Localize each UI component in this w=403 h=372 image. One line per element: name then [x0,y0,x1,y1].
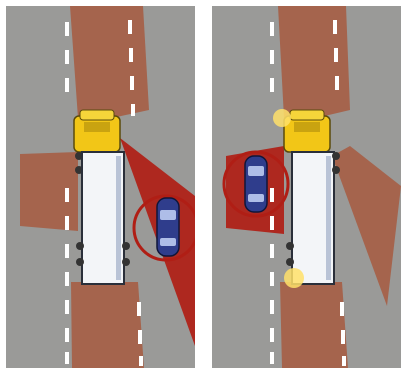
turn-signal-icon [273,109,291,127]
left-side-blind-zone [20,152,78,231]
right-scene-illustration [212,6,401,368]
rear-blind-zone [280,282,348,368]
left-scene-panel [6,6,195,368]
right-scene-panel [212,6,401,368]
turn-signal-icon [284,268,304,288]
front-blind-zone [278,6,350,118]
rear-blind-zone [71,282,144,368]
car-icon [245,156,267,212]
car-icon [157,198,179,256]
front-blind-zone [70,6,149,118]
left-scene-illustration [6,6,195,368]
